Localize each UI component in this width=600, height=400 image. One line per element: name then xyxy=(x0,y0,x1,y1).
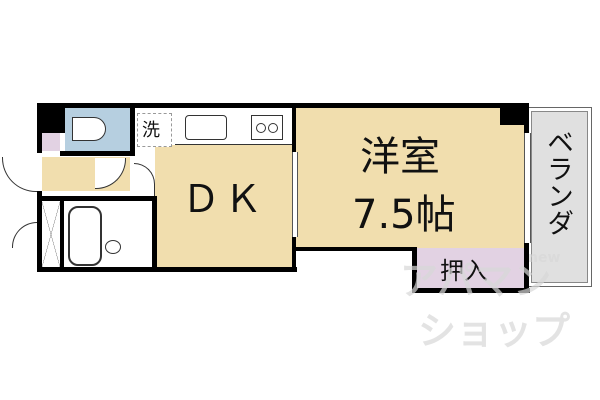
wall-toilet-bottom xyxy=(60,151,135,156)
wall-left-lower xyxy=(37,191,42,271)
wall-closet-bottom xyxy=(412,288,530,293)
wall-bath-top xyxy=(37,196,157,201)
western-room-size: 7.5帖 xyxy=(352,192,456,238)
wall-closet-left xyxy=(412,247,417,293)
dk-label: ＤＫ xyxy=(182,177,267,221)
watermark-small: new xyxy=(528,250,561,266)
wall-top-right xyxy=(295,103,528,108)
storage-door xyxy=(12,222,39,248)
closet xyxy=(415,248,528,290)
washer-label: 洗 xyxy=(142,120,160,141)
closet-label: 押入 xyxy=(440,257,488,285)
window-veranda xyxy=(524,133,531,243)
veranda-label: ベランダ xyxy=(542,128,573,236)
wall-storage xyxy=(60,196,64,268)
storage xyxy=(42,202,60,267)
toilet-icon xyxy=(72,117,106,141)
wall-left xyxy=(37,103,42,153)
western-room xyxy=(296,107,528,249)
watermark-line1: アパマン xyxy=(400,259,552,303)
wall-bottom-left xyxy=(37,267,297,272)
sliding-door-dk xyxy=(292,152,298,237)
wall-bath-right xyxy=(152,196,157,268)
dk-room xyxy=(155,145,295,270)
washer-spot xyxy=(137,113,172,147)
bathtub-icon xyxy=(68,206,102,266)
watermark-line2: ショップ xyxy=(418,309,571,353)
washbasin-icon xyxy=(105,240,121,254)
stove-icon xyxy=(251,115,283,140)
dk-door xyxy=(134,163,155,198)
sink-icon xyxy=(185,115,227,140)
shoe-cabinet xyxy=(42,133,60,151)
wall-western-bottom xyxy=(292,247,416,251)
western-room-name: 洋室 xyxy=(360,134,440,180)
entrance-door xyxy=(2,157,39,192)
wall-top-left xyxy=(37,103,295,108)
pillar xyxy=(500,103,528,125)
wall-toilet-right xyxy=(130,108,135,153)
